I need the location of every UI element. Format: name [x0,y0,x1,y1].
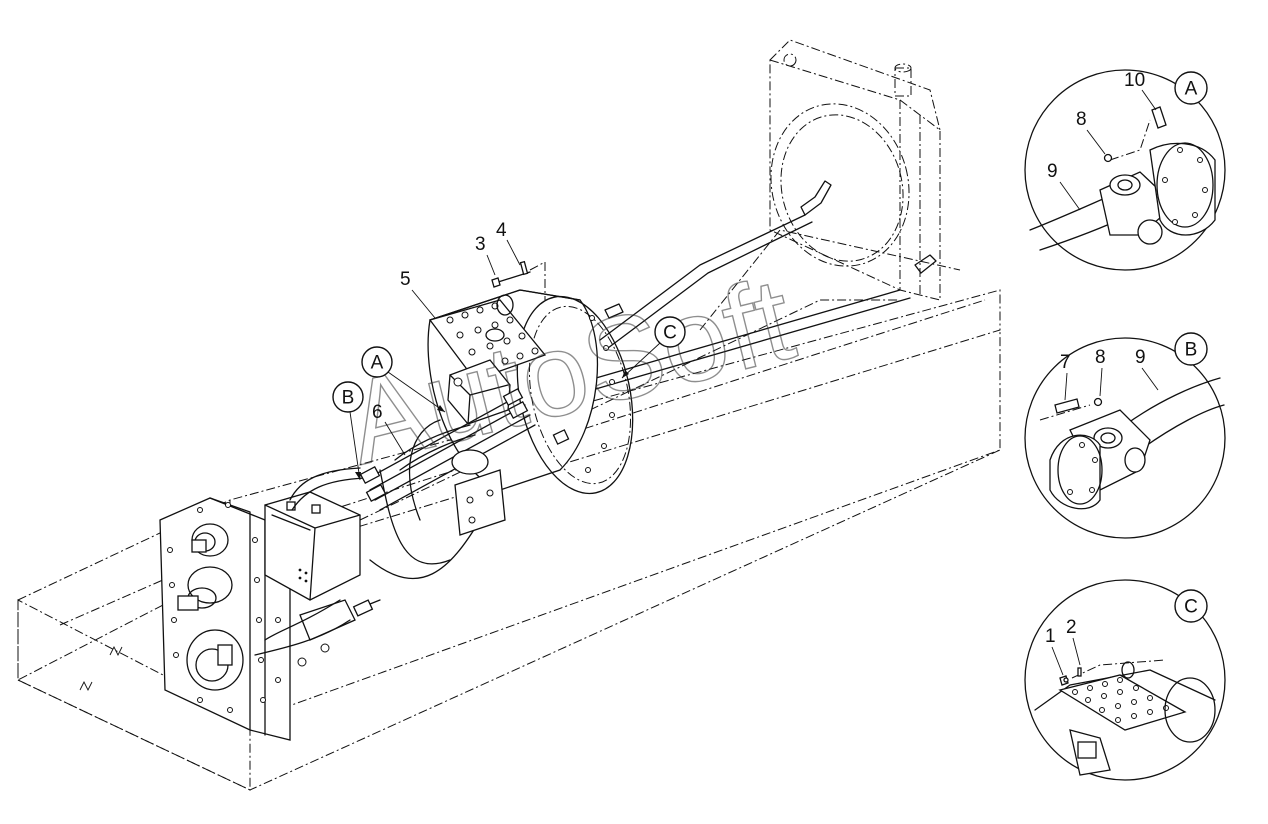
detail-b-letter: B [1185,340,1198,361]
gearbox-bolt-holes [167,502,281,713]
detail-a-callout-9: 9 [1047,161,1058,182]
callout-3: 3 [475,234,486,255]
filter-box [264,491,361,667]
gearbox-pump-2 [177,566,233,611]
filter-dots [298,568,308,583]
callout-bubble-a: A [361,346,446,413]
gearbox-pump-3 [186,629,244,691]
callout-6: 6 [372,402,383,423]
detail-view-b: B 7 8 9 [1024,332,1226,539]
detail-b-callout-7: 7 [1060,352,1071,373]
callout-bubble-b: B [332,381,364,481]
hose-bundle [254,387,570,656]
callout-5: 5 [400,269,411,290]
svg-text:B: B [342,388,355,409]
main-callouts: 3 4 5 6 A B C [332,220,686,481]
bolt-3-and-washer-4 [491,260,546,300]
transfer-gearbox [159,497,291,741]
hose-fittings [352,387,570,617]
callout-bubble-c: C [621,316,686,379]
bell-housing-bolt-holes [585,315,615,473]
gearbox-pump-1 [191,523,229,557]
detail-c-callout-1: 1 [1045,626,1056,647]
detail-a-callout-10: 10 [1124,70,1145,91]
detail-c-bolt-holes [1072,677,1169,723]
detail-view-c: C 1 2 [1024,579,1226,781]
detail-c-callout-2: 2 [1066,617,1077,638]
detail-view-a: A 10 8 9 [1024,69,1226,271]
callout-4: 4 [496,220,507,241]
svg-text:C: C [663,323,677,344]
detail-b-callout-9: 9 [1135,347,1146,368]
detail-b-callout-8: 8 [1095,347,1106,368]
detail-a-callout-8: 8 [1076,109,1087,130]
radiator-assembly [769,39,941,301]
detail-c-letter: C [1184,597,1198,618]
svg-text:A: A [371,353,384,374]
detail-a-letter: A [1185,79,1198,100]
